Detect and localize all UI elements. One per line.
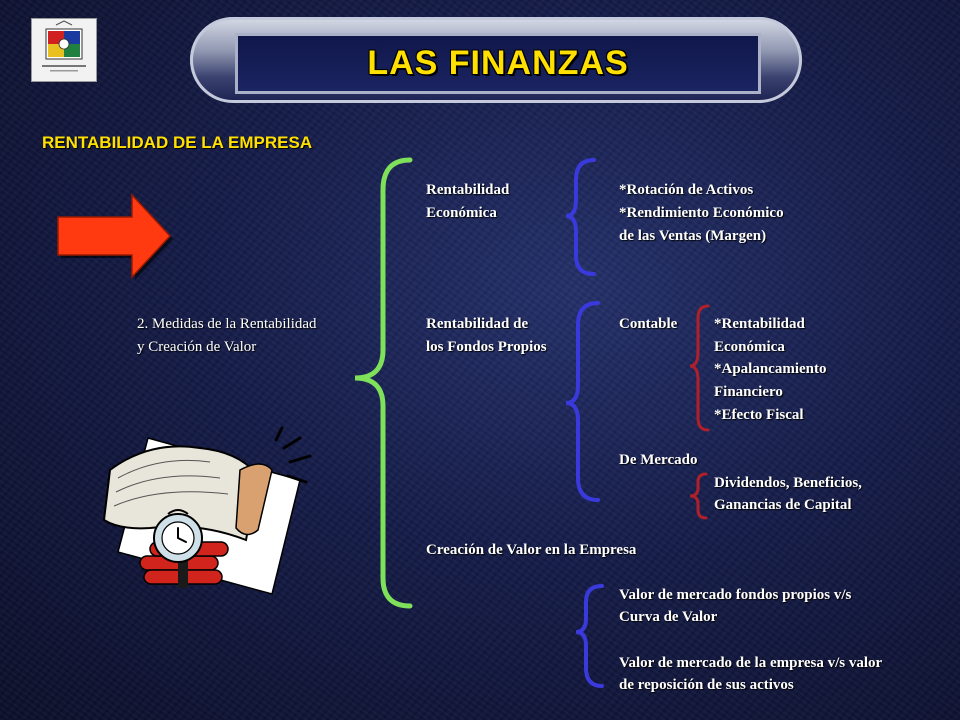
mercado-item-1: Dividendos, Beneficios, bbox=[714, 475, 862, 491]
contable-item-1: *Rentabilidad bbox=[714, 316, 805, 332]
contable-item-5: *Efecto Fiscal bbox=[714, 407, 804, 423]
contable-item-4: Financiero bbox=[714, 384, 783, 400]
fondos-label-line1: Rentabilidad de bbox=[426, 316, 529, 332]
contable-item-2: Económica bbox=[714, 339, 785, 355]
newspaper-dynamite-clipart bbox=[102, 426, 312, 595]
creacion-item-3: Valor de mercado de la empresa v/s valor bbox=[619, 655, 883, 671]
slide-title: LAS FINANZAS bbox=[367, 44, 629, 82]
mercado-label: De Mercado bbox=[619, 452, 698, 468]
economica-item-2: *Rendimiento Económico bbox=[619, 205, 784, 221]
creacion-label: Creación de Valor en la Empresa bbox=[426, 542, 637, 558]
green-brace bbox=[354, 157, 413, 609]
creacion-item-2: Curva de Valor bbox=[619, 609, 718, 625]
red-brace-contable bbox=[689, 304, 710, 432]
economica-label-line1: Rentabilidad bbox=[426, 182, 510, 198]
creacion-item-1: Valor de mercado fondos propios v/s bbox=[619, 587, 852, 603]
contable-item-3: *Apalancamiento bbox=[714, 361, 827, 377]
blue-brace-fondos bbox=[565, 301, 600, 502]
contable-label: Contable bbox=[619, 316, 678, 332]
blue-brace-economica bbox=[565, 158, 596, 276]
university-logo bbox=[31, 18, 97, 82]
creacion-item-4: de reposición de sus activos bbox=[619, 677, 794, 693]
red-brace-mercado bbox=[689, 472, 708, 520]
mercado-item-2: Ganancias de Capital bbox=[714, 497, 852, 513]
blue-brace-creacion bbox=[575, 584, 604, 688]
measures-label-line1: 2. Medidas de la Rentabilidad bbox=[137, 316, 317, 332]
red-arrow-icon bbox=[57, 193, 173, 280]
economica-item-1: *Rotación de Activos bbox=[619, 182, 754, 198]
measures-label-line2: y Creación de Valor bbox=[137, 339, 257, 355]
economica-label-line2: Económica bbox=[426, 205, 497, 221]
fondos-label-line2: los Fondos Propios bbox=[426, 339, 547, 355]
title-panel: LAS FINANZAS bbox=[235, 33, 761, 94]
economica-item-3: de las Ventas (Margen) bbox=[619, 228, 767, 244]
section-title: RENTABILIDAD DE LA EMPRESA bbox=[42, 133, 313, 152]
